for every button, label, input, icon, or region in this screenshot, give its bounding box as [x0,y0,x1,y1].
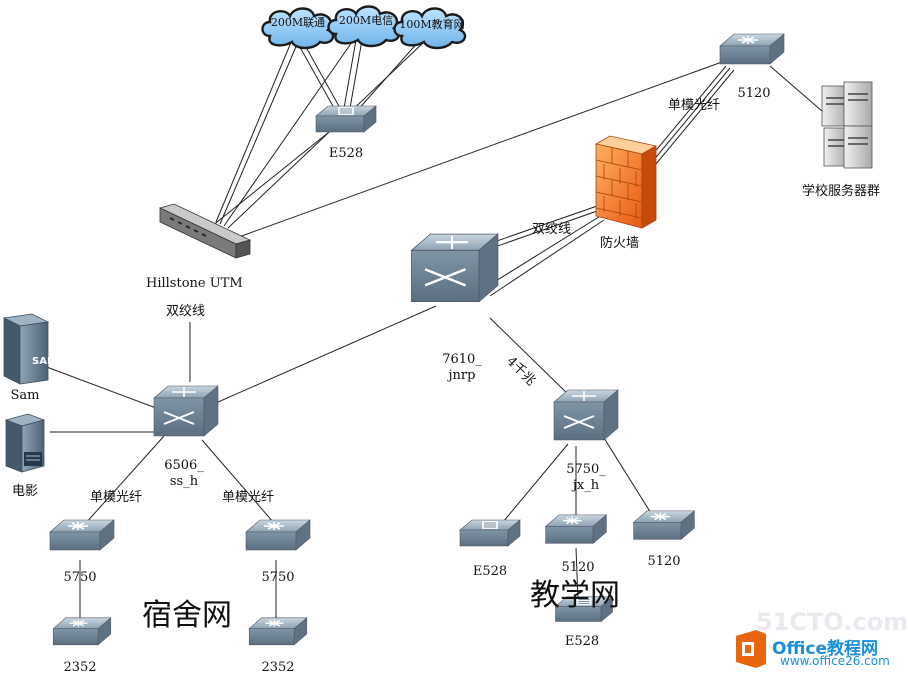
core-switch-7610-icon[interactable] [410,232,500,303]
svg-text:SAM: SAM [32,356,57,367]
dorm-2352-left-icon[interactable] [52,617,112,646]
label-teach-switch-line1: 5750_ [566,462,606,477]
links [43,39,831,622]
label-dorm-5750-right: 5750 [261,570,295,585]
watermark-51cto: 51CTO.com [756,608,908,636]
label-teach-5120-mid: 5120 [561,560,595,575]
switch-5120-top-icon[interactable] [719,33,785,65]
label-sam: Sam [10,388,40,403]
label-twisted-pair-utm: 双绞线 [166,304,206,319]
label-teach-e528: E528 [472,564,508,579]
label-e528-top: E528 [328,146,364,161]
label-core-line2: jnrp [448,368,476,383]
dorm-5750-right-icon[interactable] [245,519,311,551]
label-firewall: 防火墙 [600,236,640,251]
teach-switch-5750-icon[interactable] [553,389,619,441]
label-dorm-2352-left: 2352 [63,660,97,675]
firewall-icon[interactable] [594,135,658,229]
label-single-mode-top: 单模光纤 [668,98,721,113]
zone-label-dorm: 宿舍网 [142,598,232,633]
cloud-label-unicom: 200M联通 [270,16,326,29]
label-single-mode-left: 单模光纤 [90,490,143,505]
office-logo-icon [736,630,766,668]
label-dorm-2352-right: 2352 [261,660,295,675]
e528-top-icon[interactable] [315,105,377,133]
dorm-switch-6506-icon[interactable] [153,385,219,437]
dorm-5750-left-icon[interactable] [49,519,115,551]
dorm-2352-right-icon[interactable] [248,617,308,646]
watermark-brand: Office教程网 [772,639,879,659]
label-teach-switch-line2: jx_h [572,478,600,493]
label-dorm-switch-line2: ss_h [169,474,199,489]
zone-label-teach: 教学网 [530,578,620,613]
servers-icon[interactable] [821,81,873,169]
cloud-label-telecom: 200M电信 [338,14,394,27]
cloud-label-edu: 100M教育网 [399,18,465,31]
teach-5120-right-icon[interactable] [632,510,696,541]
label-teach-e528-bottom: E528 [564,634,600,649]
label-5120-top: 5120 [737,86,771,101]
label-servers: 学校服务器群 [802,184,881,199]
label-teach-5120-right: 5120 [647,554,681,569]
teach-5120-mid-icon[interactable] [544,514,608,545]
label-single-mode-right: 单模光纤 [222,490,275,505]
label-dorm-5750-left: 5750 [63,570,97,585]
label-dorm-switch-line1: 6506_ [164,458,204,473]
label-movie: 电影 [11,484,39,499]
movie-server-icon[interactable] [4,413,46,473]
hillstone-utm-icon[interactable] [158,203,252,259]
label-utm: Hillstone UTM [146,276,243,291]
label-twisted-pair-fw: 双绞线 [532,222,572,237]
label-core-line1: 7610_ [442,352,482,367]
watermark-url: www.office26.com [780,654,890,668]
sam-server-icon[interactable]: SAM [2,313,57,385]
teach-e528-icon[interactable] [459,519,521,547]
